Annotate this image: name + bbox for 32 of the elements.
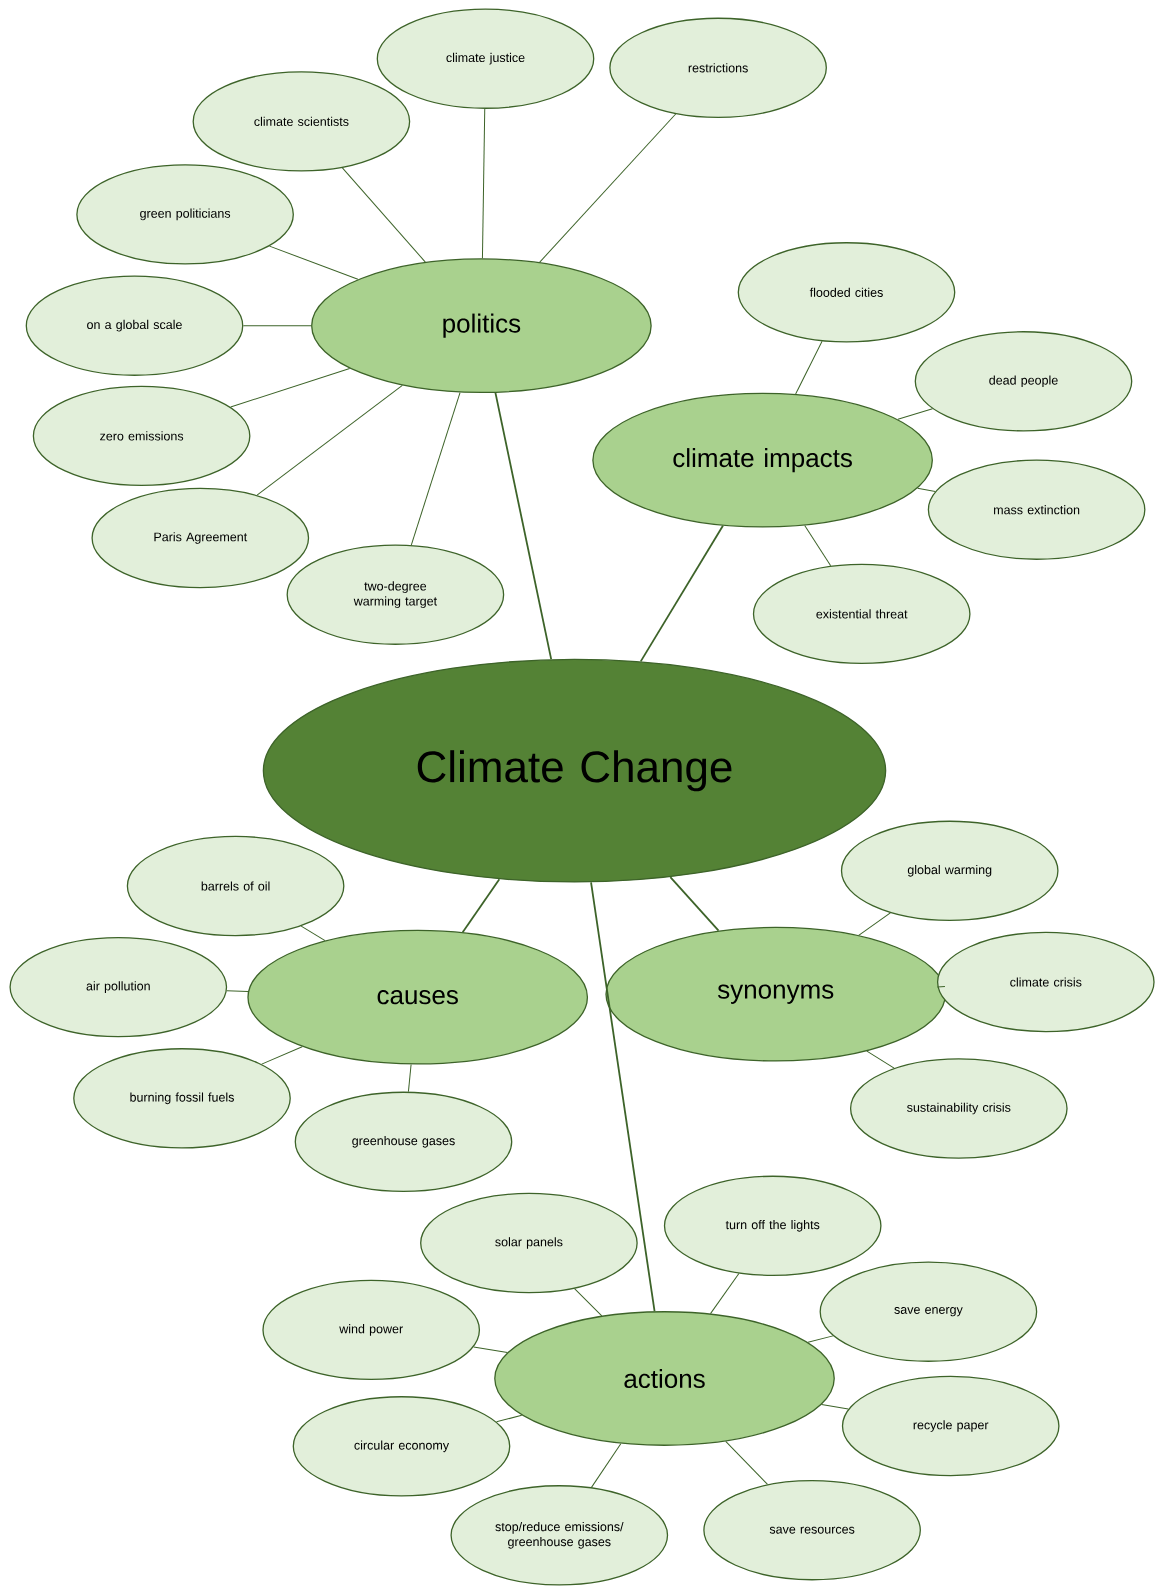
connector-line bbox=[256, 384, 403, 496]
connector-line bbox=[574, 1288, 603, 1317]
connector-line bbox=[897, 408, 933, 420]
connector-line bbox=[937, 986, 946, 988]
connector-line bbox=[230, 367, 351, 408]
connector-line bbox=[725, 1440, 769, 1485]
connector-line bbox=[300, 925, 326, 942]
connector-line bbox=[866, 1050, 895, 1069]
connector-line bbox=[481, 108, 486, 259]
connector-line bbox=[917, 487, 936, 492]
connector-line bbox=[858, 912, 891, 936]
connector-line bbox=[591, 1443, 622, 1488]
connector-line bbox=[242, 325, 312, 327]
connector-line bbox=[226, 990, 249, 992]
connector-line bbox=[639, 524, 724, 663]
connector-line bbox=[804, 525, 832, 567]
connector-line bbox=[807, 1335, 834, 1343]
connector-line bbox=[269, 245, 359, 280]
connector-line bbox=[407, 1064, 412, 1093]
connector-line bbox=[494, 391, 553, 661]
connector-line bbox=[261, 1046, 303, 1065]
connector-line bbox=[669, 876, 720, 932]
connector-line bbox=[539, 113, 677, 263]
connector-line bbox=[410, 392, 461, 546]
connector-line bbox=[795, 340, 823, 395]
connector-line bbox=[710, 1273, 740, 1315]
connector-line bbox=[473, 1346, 508, 1353]
connector-line bbox=[821, 1404, 849, 1410]
connector-line bbox=[496, 1414, 523, 1423]
connector-line bbox=[590, 881, 656, 1313]
connector-line bbox=[461, 878, 501, 934]
connector-line bbox=[341, 167, 426, 263]
